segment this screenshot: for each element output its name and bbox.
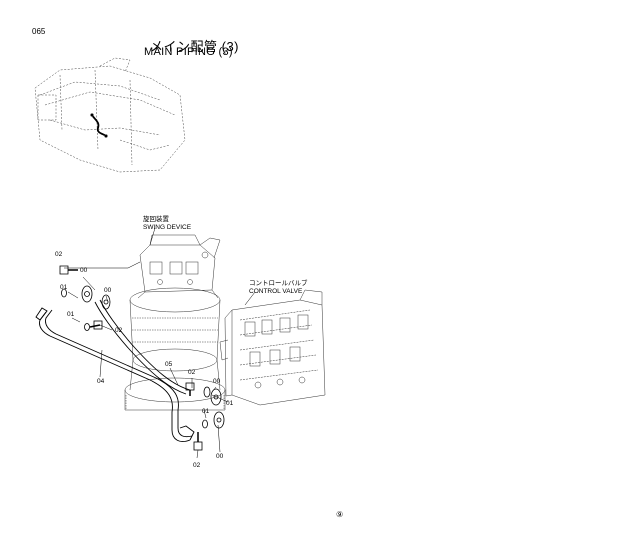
callout-00: 00 xyxy=(213,378,221,385)
swing-device-label-en: SWING DEVICE xyxy=(143,224,192,231)
callout-01: 01 xyxy=(226,400,234,407)
callout-00: 00 xyxy=(104,287,112,294)
page-title-english: MAIN PIPING (3) xyxy=(144,46,233,58)
callout-00: 00 xyxy=(80,267,88,274)
callout-02: 02 xyxy=(55,251,63,258)
callout-02: 02 xyxy=(193,462,201,469)
control-valve-label-en: CONTROL VALVE xyxy=(249,288,303,295)
page-title-japanese: メイン配管 (3) xyxy=(150,39,240,54)
callout-01: 01 xyxy=(60,284,68,291)
control-valve-drawing xyxy=(219,289,326,406)
callout-05: 05 xyxy=(165,361,173,368)
bottom-page-mark: ⑨ xyxy=(336,510,344,519)
callout-02: 02 xyxy=(115,327,123,334)
callout-04: 04 xyxy=(97,378,105,385)
hoses xyxy=(35,299,195,442)
callout-01: 01 xyxy=(67,311,75,318)
callout-00: 00 xyxy=(216,453,224,460)
swing-device-label-jp: 旋回装置 xyxy=(143,216,169,223)
callout-01: 01 xyxy=(202,408,210,415)
leader-lines xyxy=(64,227,256,459)
excavator-location-sketch xyxy=(34,57,186,173)
control-valve-label-jp: コントロールバルブ xyxy=(249,280,308,287)
page-number: 065 xyxy=(32,27,46,36)
callout-02: 02 xyxy=(188,369,196,376)
hardware-parts xyxy=(59,265,225,451)
